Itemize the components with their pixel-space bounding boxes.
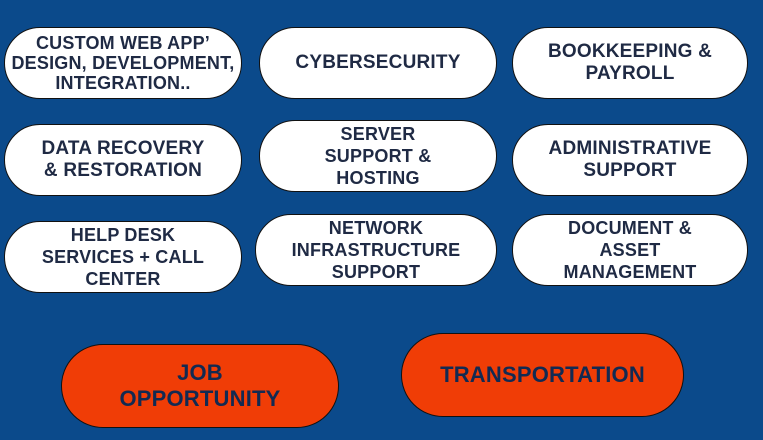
- job-opportunity-button[interactable]: JOB OPPORTUNITY: [61, 344, 339, 428]
- data-recovery-button[interactable]: DATA RECOVERY & RESTORATION: [4, 124, 242, 196]
- help-desk-label: HELP DESK SERVICES + CALL CENTER: [41, 225, 205, 289]
- server-support-label: SERVER SUPPORT & HOSTING: [324, 124, 432, 188]
- custom-web-app-button[interactable]: CUSTOM WEB APP’ DESIGN, DEVELOPMENT, INT…: [4, 27, 242, 99]
- network-infrastructure-label: NETWORK INFRASTRUCTURE SUPPORT: [291, 218, 461, 282]
- bookkeeping-payroll-label: BOOKKEEPING & PAYROLL: [547, 41, 713, 84]
- transportation-button[interactable]: TRANSPORTATION: [401, 333, 684, 417]
- custom-web-app-label: CUSTOM WEB APP’ DESIGN, DEVELOPMENT, INT…: [11, 33, 235, 93]
- data-recovery-label: DATA RECOVERY & RESTORATION: [41, 138, 205, 181]
- transportation-label: TRANSPORTATION: [440, 362, 645, 387]
- cybersecurity-label: CYBERSECURITY: [295, 52, 461, 73]
- document-asset-management-label: DOCUMENT & ASSET MANAGEMENT: [563, 218, 697, 282]
- server-support-button[interactable]: SERVER SUPPORT & HOSTING: [259, 120, 497, 192]
- administrative-support-label: ADMINISTRATIVE SUPPORT: [548, 138, 712, 181]
- job-opportunity-label: JOB OPPORTUNITY: [119, 360, 281, 411]
- help-desk-button[interactable]: HELP DESK SERVICES + CALL CENTER: [4, 221, 242, 293]
- network-infrastructure-button[interactable]: NETWORK INFRASTRUCTURE SUPPORT: [255, 214, 497, 286]
- document-asset-management-button[interactable]: DOCUMENT & ASSET MANAGEMENT: [512, 214, 748, 286]
- cybersecurity-button[interactable]: CYBERSECURITY: [259, 27, 497, 99]
- administrative-support-button[interactable]: ADMINISTRATIVE SUPPORT: [512, 124, 748, 196]
- bookkeeping-payroll-button[interactable]: BOOKKEEPING & PAYROLL: [512, 27, 748, 99]
